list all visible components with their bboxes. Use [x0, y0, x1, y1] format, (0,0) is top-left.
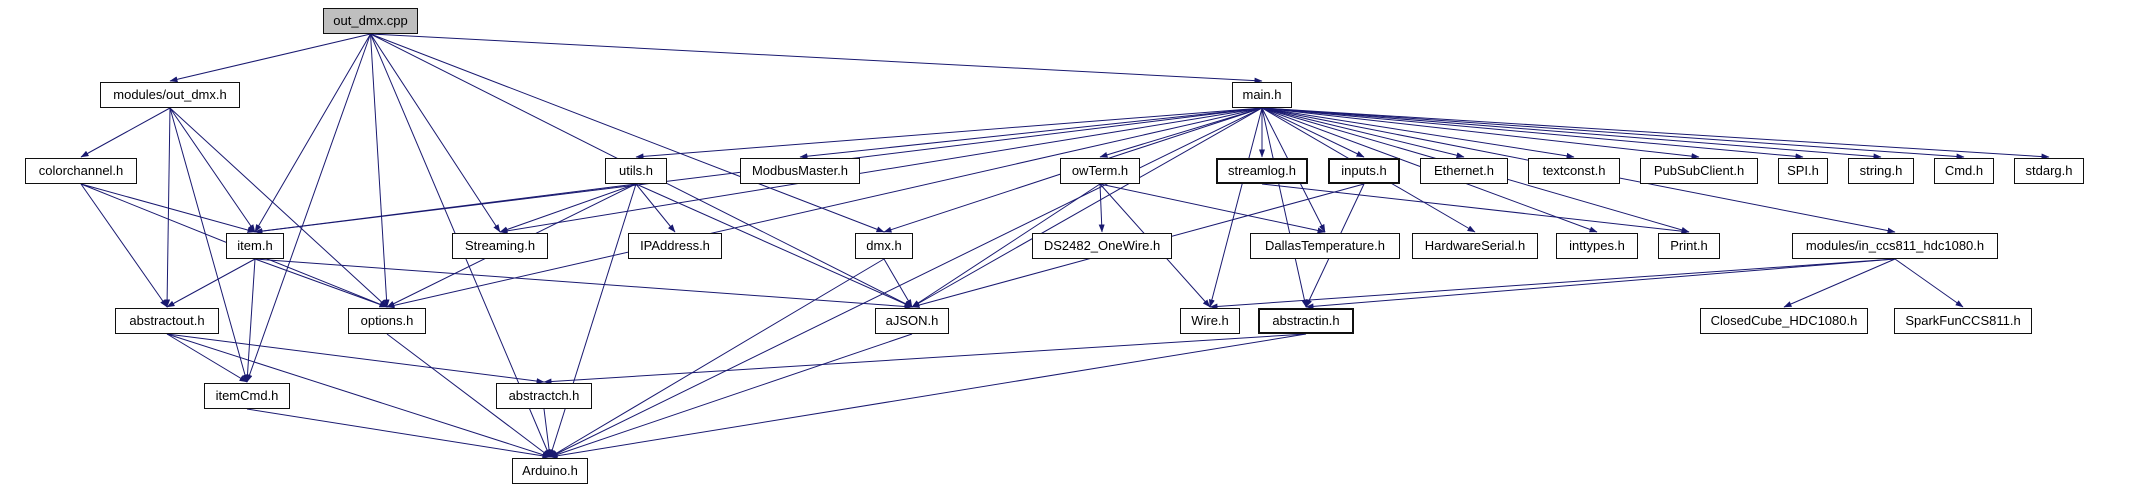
edge-item-h-to-ajson-h	[254, 258, 913, 310]
graph-node-cmd-h[interactable]: Cmd.h	[1934, 158, 1994, 184]
edge-itemcmd-h-to-arduino-h	[246, 408, 551, 459]
edge-main-h-to-ethernet-h	[1261, 107, 1465, 159]
graph-node-textconst-h[interactable]: textconst.h	[1528, 158, 1620, 184]
edge-item-h-to-itemcmd-h	[244, 258, 256, 383]
edge-dmx-h-to-arduino-h	[549, 258, 885, 458]
edge-utils-h-to-item-h	[254, 183, 637, 235]
edge-main-h-to-modbusmaster-h	[799, 107, 1263, 160]
graph-node-ds2482-onewire-h[interactable]: DS2482_OneWire.h	[1032, 233, 1172, 259]
graph-node-spi-h[interactable]: SPI.h	[1778, 158, 1828, 184]
edge-colorchannel-h-to-item-h	[80, 183, 256, 233]
graph-node-modbusmaster-h[interactable]: ModbusMaster.h	[740, 158, 860, 184]
graph-node-ethernet-h[interactable]: Ethernet.h	[1420, 158, 1508, 184]
graph-node-utils-h[interactable]: utils.h	[605, 158, 667, 184]
edge-in-ccs811-hdc1080-h-to-abstractin-h	[1305, 258, 1896, 310]
graph-node-streamlog-h[interactable]: streamlog.h	[1216, 158, 1308, 184]
edge-abstractch-h-to-arduino-h	[543, 408, 553, 458]
edge-main-h-to-options-h	[386, 107, 1263, 309]
edge-modules-out-dmx-h-to-item-h	[169, 107, 256, 233]
edges	[80, 33, 2050, 459]
edge-owterm-h-to-dallastemperature-h	[1099, 183, 1326, 234]
edge-utils-h-to-ajson-h	[635, 183, 913, 308]
edge-in-ccs811-hdc1080-h-to-sparkfunccs811-h	[1894, 258, 1964, 308]
edge-modules-out-dmx-h-to-colorchannel-h	[80, 107, 171, 158]
edge-owterm-h-to-ajson-h	[911, 183, 1101, 308]
edge-ajson-h-to-arduino-h	[549, 333, 913, 458]
graph-node-ajson-h[interactable]: aJSON.h	[875, 308, 949, 334]
edge-abstractin-h-to-arduino-h	[549, 333, 1307, 459]
graph-node-abstractout-h[interactable]: abstractout.h	[115, 308, 219, 334]
graph-node-options-h[interactable]: options.h	[348, 308, 426, 334]
graph-node-print-h[interactable]: Print.h	[1658, 233, 1720, 259]
edge-main-h-to-inputs-h	[1261, 107, 1365, 158]
edge-main-h-to-stdarg-h	[1261, 107, 2050, 160]
edge-modules-out-dmx-h-to-options-h	[169, 107, 388, 308]
graph-node-streaming-h[interactable]: Streaming.h	[452, 233, 548, 259]
graph-node-main-h[interactable]: main.h	[1232, 82, 1292, 108]
edge-out-dmx-cpp-to-options-h	[370, 33, 390, 308]
graph-node-pubsubclient-h[interactable]: PubSubClient.h	[1640, 158, 1758, 184]
graph-node-hardwareserial-h[interactable]: HardwareSerial.h	[1412, 233, 1538, 259]
graph-node-ipaddress-h[interactable]: IPAddress.h	[628, 233, 722, 259]
graph-node-owterm-h[interactable]: owTerm.h	[1060, 158, 1140, 184]
graph-node-out-dmx-cpp: out_dmx.cpp	[323, 8, 418, 34]
edge-abstractout-h-to-itemcmd-h	[166, 333, 248, 383]
edge-abstractout-h-to-arduino-h	[166, 333, 551, 458]
graph-node-itemcmd-h[interactable]: itemCmd.h	[204, 383, 290, 409]
graph-node-sparkfunccs811-h[interactable]: SparkFunCCS811.h	[1894, 308, 2032, 334]
graph-node-stdarg-h[interactable]: stdarg.h	[2014, 158, 2084, 184]
edge-out-dmx-cpp-to-itemcmd-h	[246, 33, 371, 383]
edge-main-h-to-pubsubclient-h	[1261, 107, 1700, 160]
edge-out-dmx-cpp-to-modules-out-dmx-h	[169, 33, 371, 83]
graph-node-colorchannel-h[interactable]: colorchannel.h	[25, 158, 137, 184]
graph-node-abstractin-h[interactable]: abstractin.h	[1258, 308, 1354, 334]
edge-main-h-to-cmd-h	[1261, 107, 1965, 160]
edge-in-ccs811-hdc1080-h-to-wire-h	[1209, 258, 1896, 310]
graph-node-abstractch-h[interactable]: abstractch.h	[496, 383, 592, 409]
edge-out-dmx-cpp-to-streaming-h	[370, 33, 501, 233]
edge-main-h-to-textconst-h	[1261, 107, 1575, 159]
edge-main-h-to-string-h	[1261, 107, 1882, 160]
graph-node-string-h[interactable]: string.h	[1848, 158, 1914, 184]
graph-node-arduino-h[interactable]: Arduino.h	[512, 458, 588, 484]
edge-owterm-h-to-ds2482-onewire-h	[1098, 183, 1105, 233]
graph-node-closedcube-hdc1080-h[interactable]: ClosedCube_HDC1080.h	[1700, 308, 1868, 334]
edge-item-h-to-abstractout-h	[166, 258, 256, 308]
graph-node-dmx-h[interactable]: dmx.h	[855, 233, 913, 259]
graph-node-inputs-h[interactable]: inputs.h	[1328, 158, 1400, 184]
edge-out-dmx-cpp-to-dmx-h	[370, 33, 885, 233]
edge-abstractin-h-to-abstractch-h	[543, 333, 1307, 385]
edge-streamlog-h-to-print-h	[1261, 183, 1690, 235]
graph-node-in-ccs811-hdc1080-h[interactable]: modules/in_ccs811_hdc1080.h	[1792, 233, 1998, 259]
edge-main-h-to-spi-h	[1261, 107, 1804, 160]
graph-node-dallastemperature-h[interactable]: DallasTemperature.h	[1250, 233, 1400, 259]
edge-abstractout-h-to-abstractch-h	[166, 333, 545, 385]
edge-main-h-to-wire-h	[1208, 107, 1263, 308]
edge-out-dmx-cpp-to-main-h	[370, 33, 1263, 84]
graph-node-inttypes-h[interactable]: inttypes.h	[1556, 233, 1638, 259]
edge-main-h-to-arduino-h	[549, 107, 1263, 458]
edge-out-dmx-cpp-to-item-h	[254, 33, 371, 233]
edge-utils-h-to-ipaddress-h	[635, 183, 676, 233]
edge-main-h-to-ajson-h	[911, 107, 1263, 308]
graph-node-item-h[interactable]: item.h	[226, 233, 284, 259]
graph-node-wire-h[interactable]: Wire.h	[1180, 308, 1240, 334]
edge-colorchannel-h-to-abstractout-h	[80, 183, 168, 308]
edge-item-h-to-options-h	[254, 258, 388, 308]
edge-options-h-to-arduino-h	[386, 333, 551, 458]
edge-utils-h-to-streaming-h	[499, 183, 637, 233]
edge-main-h-to-owterm-h	[1099, 107, 1263, 158]
edge-utils-h-to-arduino-h	[549, 183, 637, 458]
edge-main-h-to-utils-h	[635, 107, 1263, 160]
edge-in-ccs811-hdc1080-h-to-closedcube-hdc1080-h	[1783, 258, 1896, 308]
edge-modules-out-dmx-h-to-itemcmd-h	[169, 107, 248, 383]
edge-main-h-to-abstractin-h	[1261, 107, 1308, 308]
graph-node-modules-out-dmx-h[interactable]: modules/out_dmx.h	[100, 82, 240, 108]
edge-dmx-h-to-ajson-h	[883, 258, 913, 308]
edge-modules-out-dmx-h-to-abstractout-h	[164, 107, 171, 308]
